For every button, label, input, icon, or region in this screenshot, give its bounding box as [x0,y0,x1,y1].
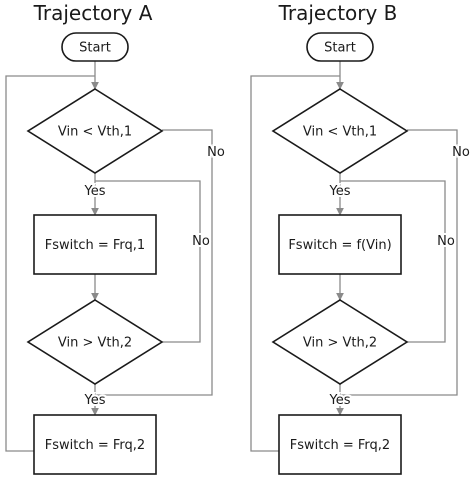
decision2-label: Vin > Vth,2 [58,336,132,351]
connector-lines [5,61,213,452]
process2-label: Fswitch = Frq,2 [45,438,145,453]
no-label-2: No [437,234,455,249]
start-label: Start [79,41,111,56]
process2-label: Fswitch = Frq,2 [290,438,390,453]
yes-label-1: Yes [329,184,351,199]
diagram-title: Trajectory B [278,1,398,25]
edge-labels: Yes No No Yes [327,143,472,410]
decision-vin-less-vth1: Vin < Vth,1 [271,88,409,174]
start-terminal: Start [306,32,374,62]
decision-vin-greater-vth2: Vin > Vth,2 [271,299,409,385]
decision1-label: Vin < Vth,1 [303,125,377,140]
no-label-1: No [207,145,225,160]
decision1-label: Vin < Vth,1 [58,125,132,140]
decision2-label: Vin > Vth,2 [303,336,377,351]
process-fswitch-2: Fswitch = Frq,2 [278,414,402,475]
connector-lines [250,61,458,452]
no-label-2: No [192,234,210,249]
process-fswitch-1: Fswitch = Frq,1 [33,214,157,275]
process-fswitch-2: Fswitch = Frq,2 [33,414,157,475]
process1-label: Fswitch = Frq,1 [45,238,145,253]
yes-label-1: Yes [84,184,106,199]
decision-vin-less-vth1: Vin < Vth,1 [26,88,164,174]
edge-labels: Yes No No Yes [82,143,227,410]
process-fswitch-f-vin: Fswitch = f(Vin) [278,214,402,275]
decision-vin-greater-vth2: Vin > Vth,2 [26,299,164,385]
yes-label-2: Yes [329,393,351,408]
flowchart-trajectory-a: Trajectory A Start Vin < Vth,1 Fswitch =… [5,1,227,475]
start-label: Start [324,41,356,56]
process1-label: Fswitch = f(Vin) [288,238,391,253]
flowchart-trajectory-b: Trajectory B Start Vin < Vth,1 Fswitch =… [250,1,472,475]
start-terminal: Start [61,32,129,62]
diagram-title: Trajectory A [33,1,153,25]
no-label-1: No [452,145,470,160]
yes-label-2: Yes [84,393,106,408]
